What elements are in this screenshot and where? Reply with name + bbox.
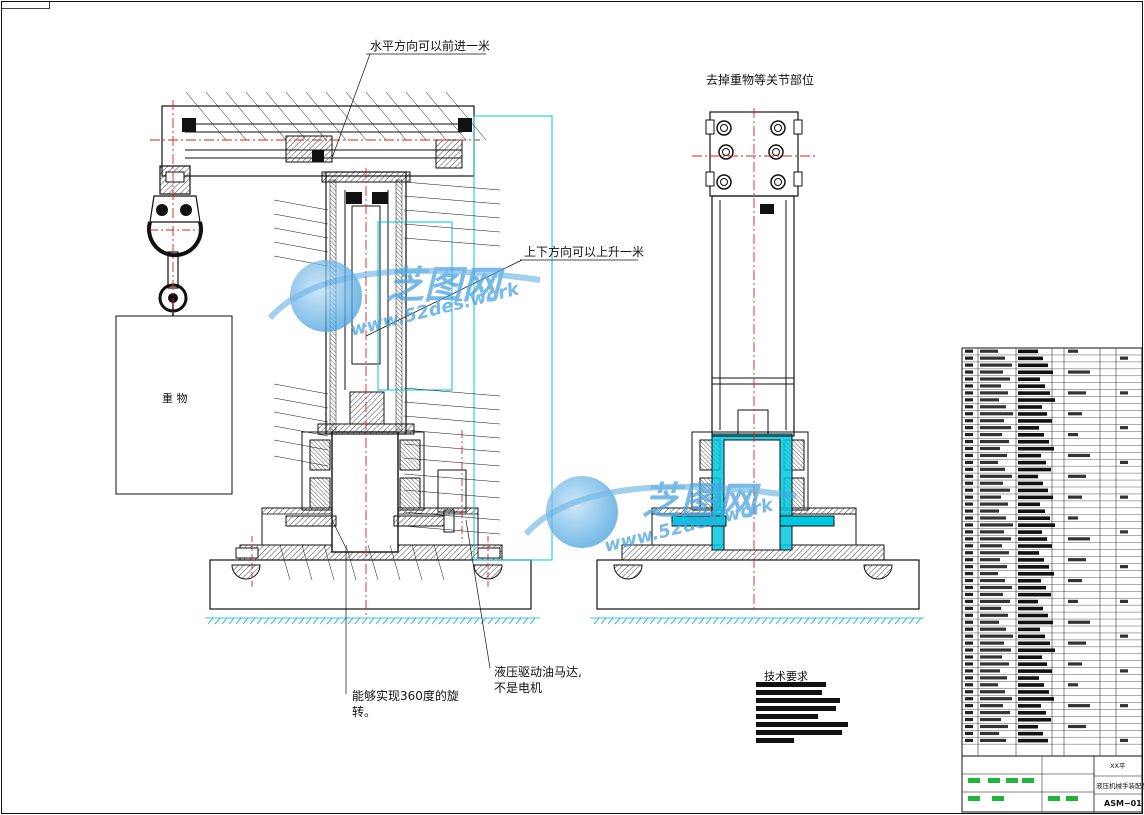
annotations: 水平方向可以前进一米 上下方向可以上升一米 去掉重物等关节部位 能够实现360度…: [331, 38, 814, 719]
horizontal-travel-envelope: [473, 115, 553, 561]
parts-list: [961, 347, 1143, 757]
title-block-scale: XX平: [1110, 762, 1126, 770]
title-block-name: 液压机械手装配图: [1096, 781, 1144, 790]
annotation-vertical-travel: 上下方向可以上升一米: [524, 244, 644, 259]
weight-box: [115, 315, 233, 495]
vertical-travel-envelope: [377, 221, 453, 391]
wheel-right: [473, 564, 503, 580]
wheel-left: [231, 564, 261, 580]
watermark-cn-2: 芝图网: [642, 479, 761, 523]
watermark-cn-1: 芝图网: [386, 263, 505, 307]
annotation-horizontal-travel: 水平方向可以前进一米: [370, 38, 490, 53]
hook-ring: [147, 221, 203, 258]
side-column: [711, 195, 795, 437]
watermark-1: 芝图网 www.52des.work: [267, 260, 541, 341]
tech-req-title: 技术要求: [764, 670, 808, 683]
annotation-hydraulic-1: 液压驱动油马达,: [494, 664, 582, 679]
annotation-rotation-2: 转。: [352, 704, 376, 719]
technical-requirements: 技术要求: [756, 670, 848, 743]
front-view: 重 物: [115, 91, 553, 625]
title-block-code: ASM−01: [1104, 799, 1142, 808]
sheet-tab: [1, 1, 50, 9]
annotation-rotation-1: 能够实现360度的旋: [352, 688, 459, 703]
hydraulic-motor: [437, 469, 467, 513]
annotation-hydraulic-2: 不是电机: [494, 681, 542, 695]
weight-label: 重 物: [162, 391, 188, 405]
annotation-remove-weight: 去掉重物等关节部位: [706, 72, 814, 87]
title-block: XX平 液压机械手装配图 ASM−01: [961, 755, 1144, 813]
